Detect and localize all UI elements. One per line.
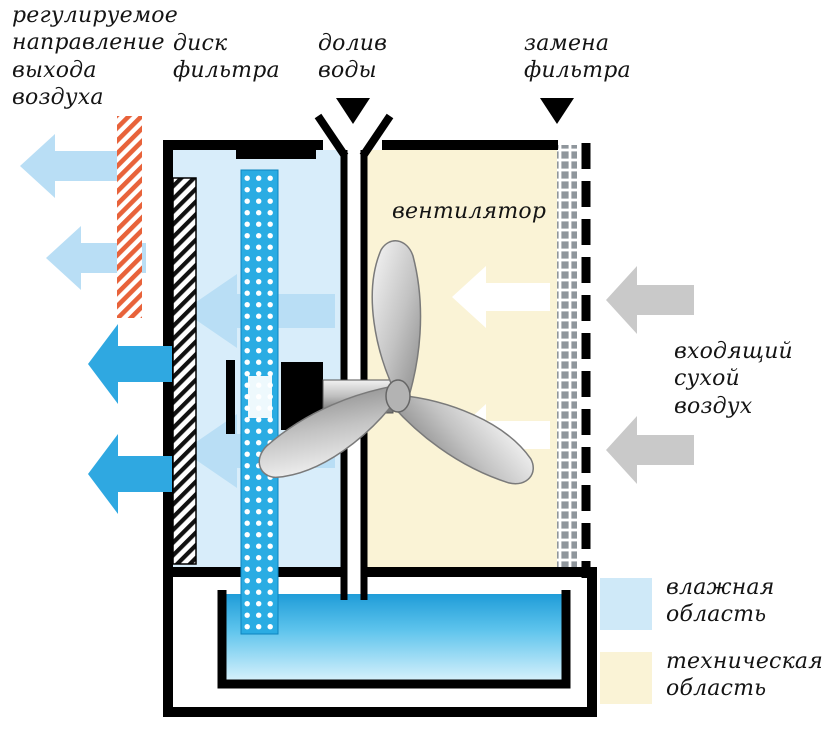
label-filter-disk: диск фильтра	[173, 31, 280, 84]
legend-label-humid: влажная область	[666, 575, 775, 628]
funnel-slant	[359, 113, 394, 159]
outlet-arrow-blue-icon	[88, 434, 172, 514]
disk-top-bracket	[236, 150, 316, 159]
water-refill-marker-icon	[336, 98, 370, 124]
legend-label-technical: техническая область	[666, 649, 823, 702]
disk-bearing	[226, 360, 235, 434]
tank-water	[226, 594, 562, 682]
flow-arrow-left-icon	[452, 266, 550, 328]
label-filter-replace: замена фильтра	[524, 31, 631, 84]
intake-arrow-grey-icon	[606, 416, 694, 484]
adjustable-outlet-hatch	[117, 116, 142, 318]
outlet-arrow-light-icon	[46, 226, 146, 290]
fan-hub	[385, 379, 411, 413]
outlet-arrow-light-icon	[20, 134, 120, 198]
adjustable-louver-hatch	[172, 177, 197, 565]
fan-blade	[371, 240, 422, 397]
top-wall-right	[382, 140, 558, 150]
label-dry-air-in: входящий сухой воздух	[674, 339, 793, 419]
filter-replace-marker-icon	[540, 98, 574, 124]
water-refill-funnel	[314, 113, 394, 600]
disk-hub	[248, 376, 272, 418]
top-wall-left	[163, 140, 323, 150]
air-outlet-arrows	[20, 134, 146, 290]
funnel-slant	[314, 113, 349, 159]
fan	[258, 240, 534, 485]
tank-inner-wall	[217, 590, 571, 689]
label-water-refill: долив воды	[318, 31, 388, 84]
water-tank	[163, 567, 597, 717]
filter-disk-assembly	[226, 150, 394, 635]
replaceable-filter-column	[557, 145, 577, 578]
legend-swatch-humid	[600, 578, 652, 630]
fan-blade	[258, 385, 400, 479]
air-outlet-arrows-strong	[88, 324, 172, 514]
fan-blade	[391, 394, 534, 485]
outlet-arrow-blue-icon	[88, 324, 172, 404]
label-fan: вентилятор	[392, 199, 547, 224]
label-air-outlet-direction: регулируемое направление выхода воздуха	[12, 3, 178, 110]
legend-swatch-technical	[600, 652, 652, 704]
intake-arrow-grey-icon	[606, 266, 694, 334]
dry-air-intake-arrows	[606, 266, 694, 484]
refill-channel-interior	[347, 150, 361, 578]
